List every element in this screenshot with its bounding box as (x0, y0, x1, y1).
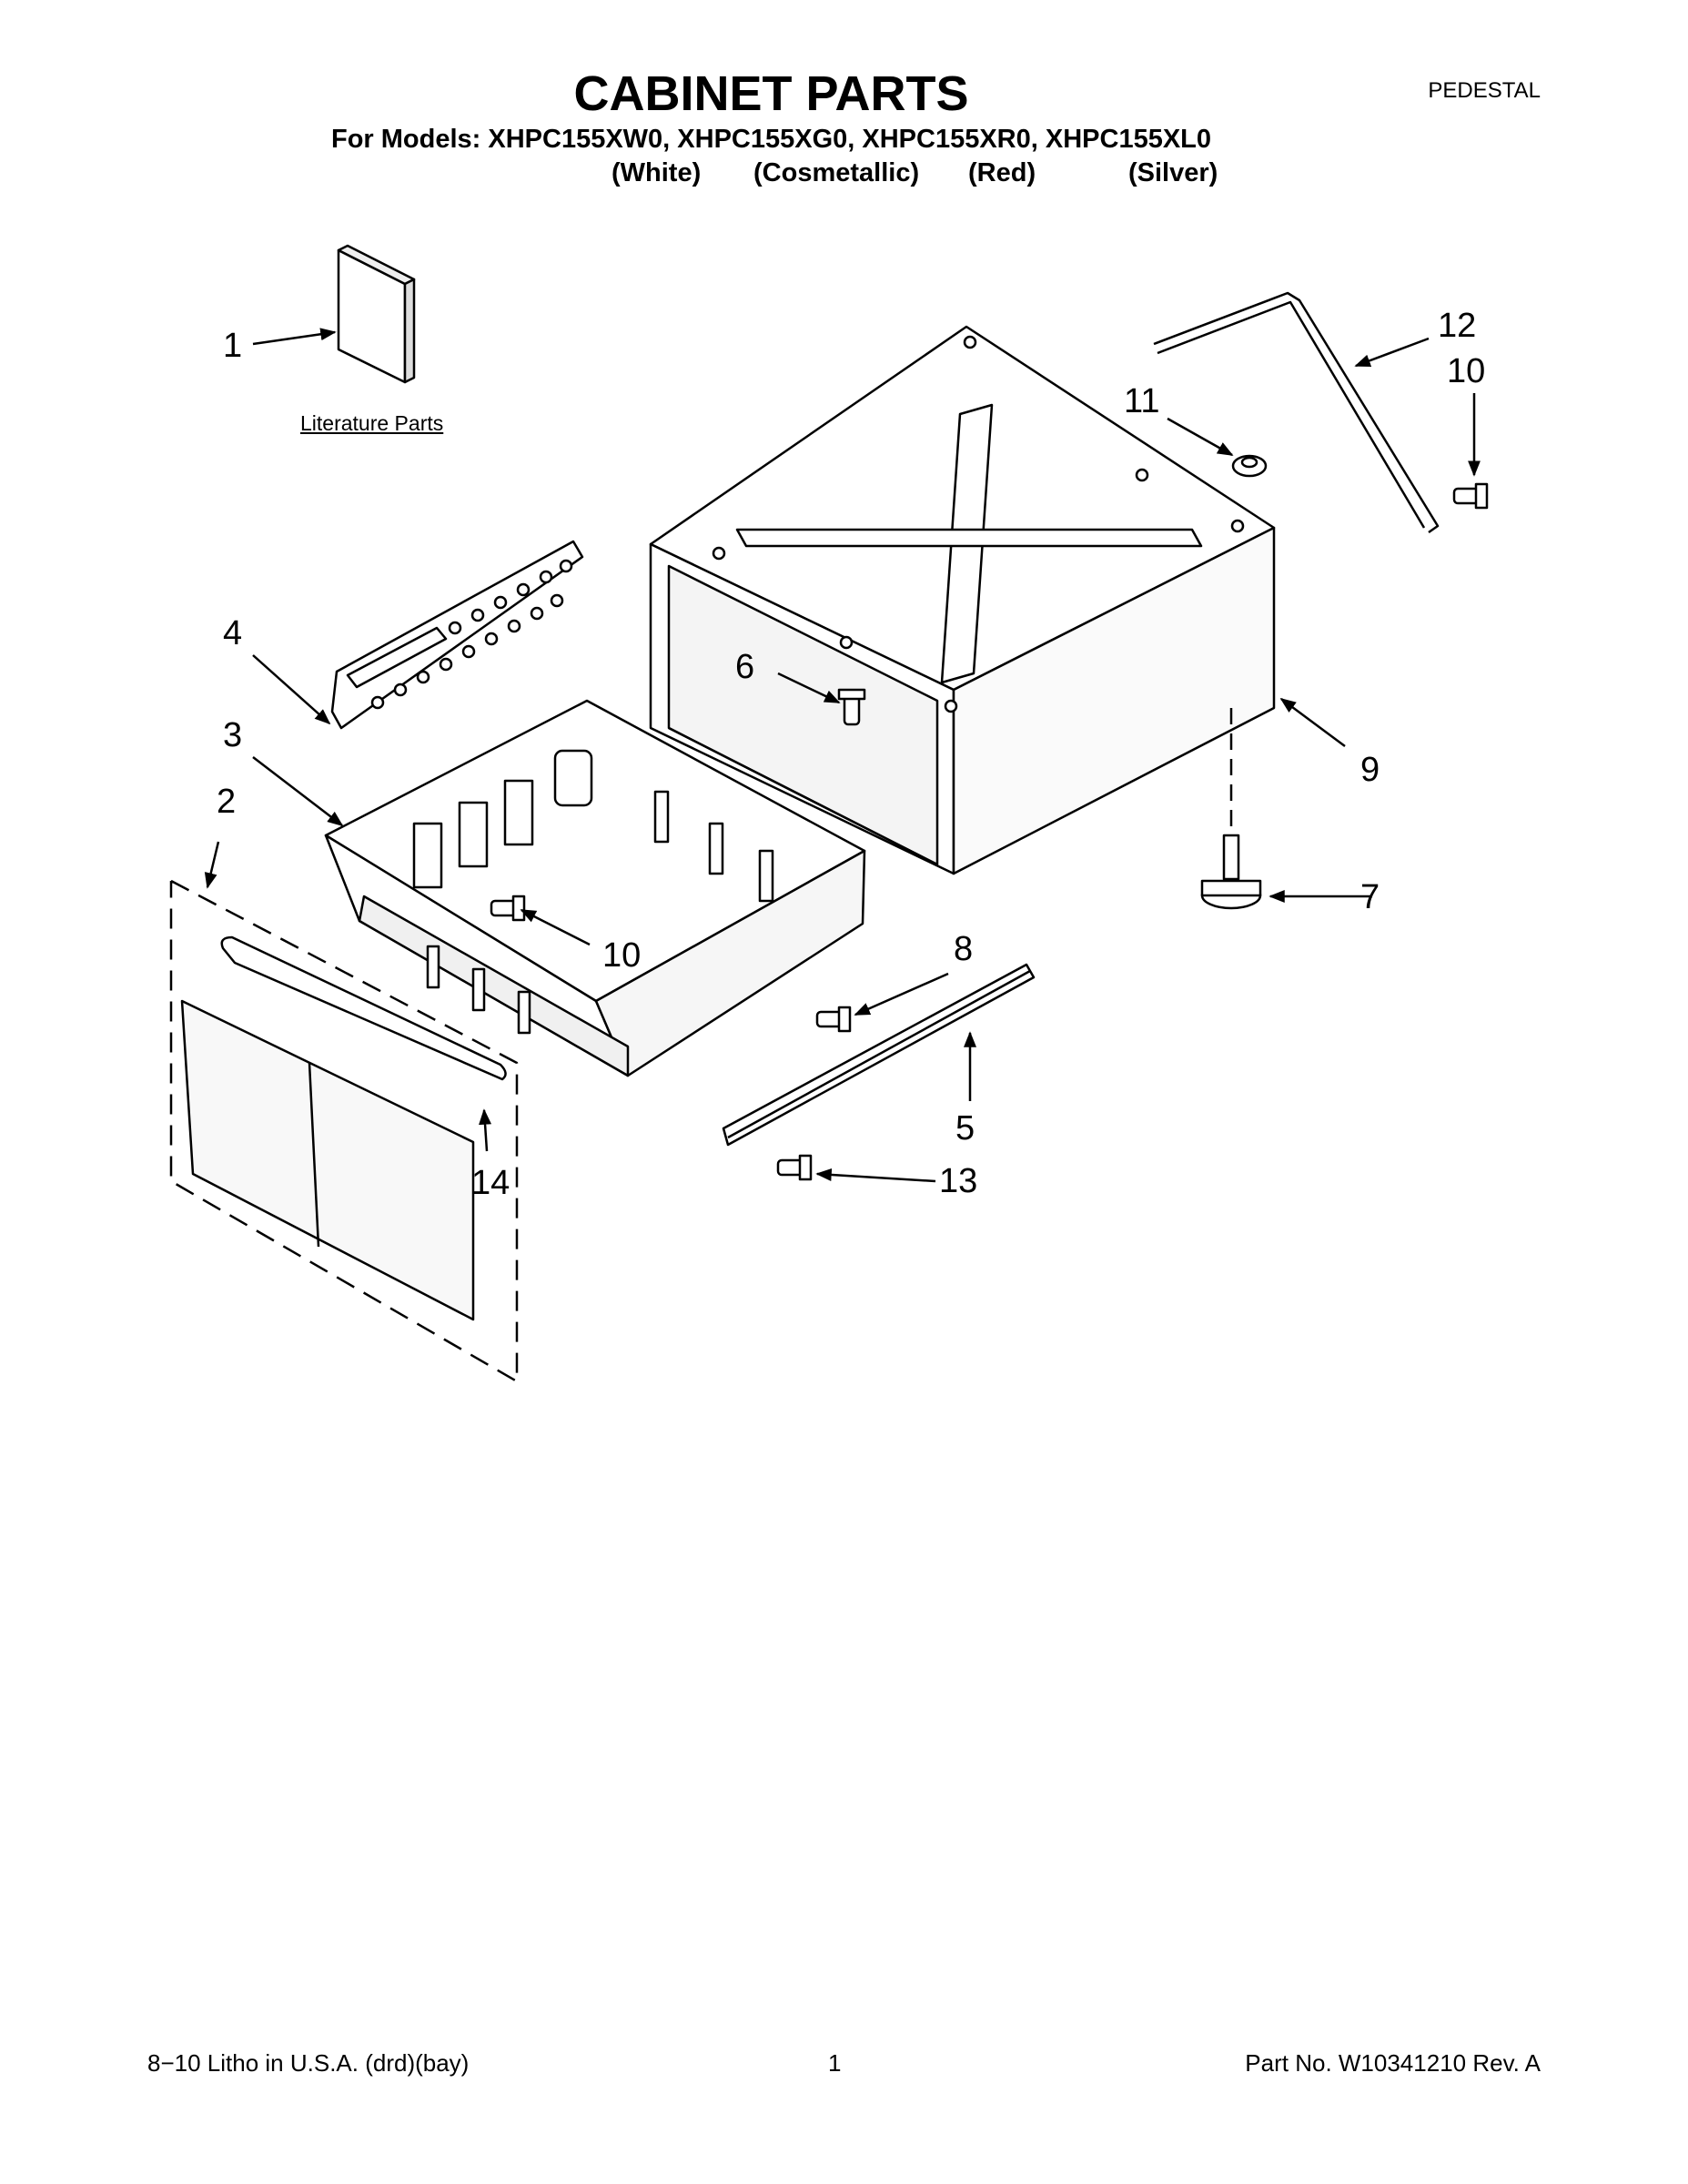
screw-part-13 (776, 1154, 813, 1181)
footer-part-number: Part No. W10341210 Rev. A (1245, 2049, 1541, 2077)
leveling-leg-part (1200, 834, 1262, 910)
callout-8: 8 (954, 930, 973, 968)
literature-booklet-part (337, 244, 416, 384)
page-title: CABINET PARTS (573, 66, 969, 121)
literature-parts-label: Literature Parts (300, 411, 444, 435)
callout-3: 3 (223, 716, 242, 754)
callout-2: 2 (217, 783, 236, 821)
screw-part-10-top (1452, 482, 1489, 510)
drawer-bin-part (324, 699, 866, 1077)
wire-bracket-part (1153, 291, 1440, 534)
callout-10-bin: 10 (602, 936, 641, 975)
callout-6: 6 (735, 648, 754, 686)
footer-page-number: 1 (828, 2049, 842, 2077)
screw-part-8 (815, 1006, 852, 1033)
color-white: (White) (612, 158, 702, 187)
pedestal-cabinet-part (649, 325, 1276, 875)
callout-10-top: 10 (1447, 352, 1485, 390)
callout-14: 14 (471, 1164, 510, 1202)
drawer-slide-part (722, 963, 1036, 1147)
callout-9: 9 (1360, 751, 1380, 789)
bumper-part (1231, 454, 1268, 478)
callout-13: 13 (939, 1162, 977, 1200)
screw-part-6 (837, 688, 866, 726)
callout-12: 12 (1438, 307, 1476, 345)
callout-11: 11 (1124, 382, 1159, 420)
color-cosmetallic: (Cosmetallic) (753, 158, 920, 187)
color-silver: (Silver) (1128, 158, 1218, 187)
callout-4: 4 (223, 614, 242, 652)
screw-part-10-bin (490, 895, 526, 922)
vent-panel-part (330, 540, 584, 730)
drawer-front-part (169, 879, 519, 1383)
callout-5: 5 (955, 1109, 975, 1148)
callout-1: 1 (223, 327, 242, 365)
models-line: For Models: XHPC155XW0, XHPC155XG0, XHPC… (330, 125, 1212, 154)
category-label: PEDESTAL (1428, 78, 1541, 103)
color-red: (Red) (968, 158, 1036, 187)
footer-print-info: 8−10 Litho in U.S.A. (drd)(bay) (147, 2049, 470, 2077)
callout-7: 7 (1360, 878, 1380, 916)
